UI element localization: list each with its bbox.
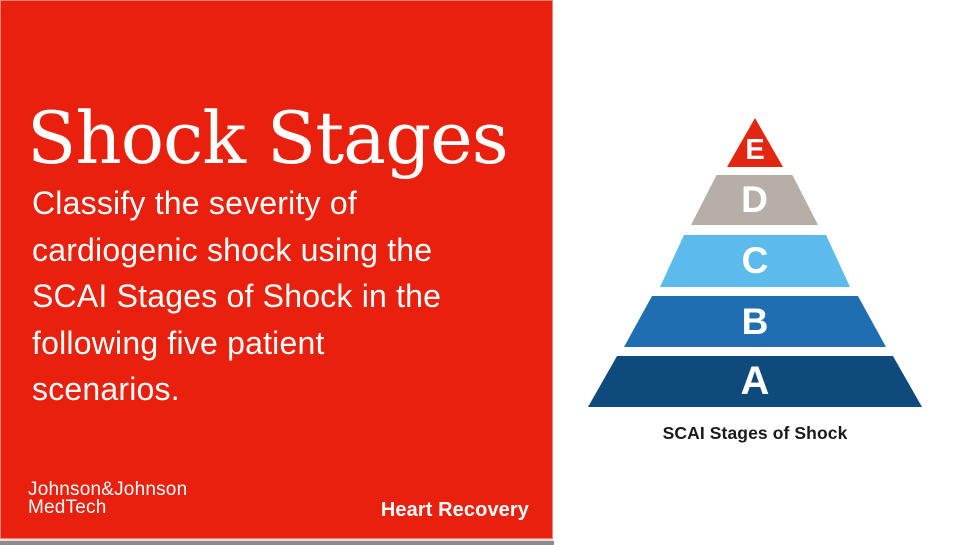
pyramid-level-c-label: C <box>741 240 769 281</box>
body-line: following five patient <box>32 324 325 361</box>
johnson-and-johnson-medtech-logo: Johnson&Johnson MedTech <box>28 479 188 518</box>
pyramid-level-d-label: D <box>741 179 768 220</box>
body-line: SCAI Stages of Shock in the <box>32 278 442 314</box>
body-line: cardiogenic shock using the <box>32 231 433 268</box>
logo-line-1: Johnson&Johnson <box>28 479 188 500</box>
pyramid-level-b-label: B <box>741 300 769 342</box>
pyramid-level-a-label: A <box>740 359 770 403</box>
left-red-panel: Shock Stages Classify the severity of ca… <box>0 0 553 539</box>
body-line: scenarios. <box>32 371 180 407</box>
panel-bottom-light-strip <box>0 539 553 541</box>
pyramid-level-c: C <box>660 235 850 287</box>
pyramid-level-e: E <box>727 118 783 167</box>
pyramid-level-e-label: E <box>745 134 765 166</box>
logo-line-2: MedTech <box>28 497 107 518</box>
pyramid-level-b: B <box>624 296 886 347</box>
body-line: Classify the severity of <box>32 185 357 221</box>
pyramid-level-a: A <box>588 356 922 407</box>
page-title: Shock Stages <box>27 96 509 181</box>
heart-recovery-brand: Heart Recovery <box>380 499 529 521</box>
scai-pyramid-diagram: E D C B A <box>588 118 922 407</box>
panel-bottom-gray-bar <box>0 541 554 545</box>
body-text: Classify the severity of cardiogenic sho… <box>32 180 441 413</box>
pyramid-caption: SCAI Stages of Shock <box>662 423 848 443</box>
pyramid-level-d: D <box>691 175 818 225</box>
